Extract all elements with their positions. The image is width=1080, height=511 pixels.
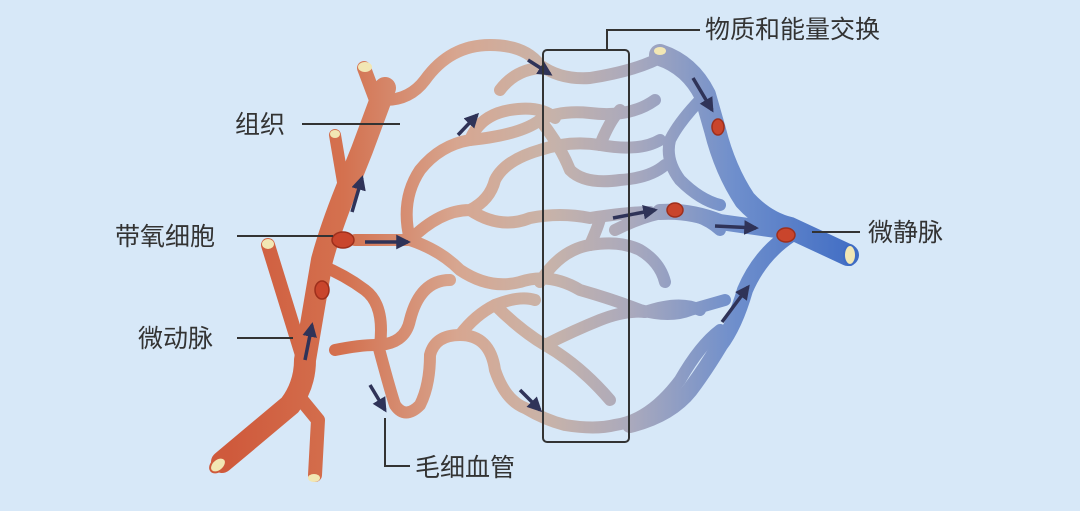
- exchange-region-box: [542, 49, 630, 443]
- label-exchange: 物质和能量交换: [705, 15, 880, 44]
- flow-arrow: [456, 112, 480, 137]
- flow-arrow: [350, 175, 366, 213]
- leader-lines: [237, 29, 860, 467]
- red-blood-cell: [314, 280, 330, 300]
- red-blood-cell: [331, 231, 355, 249]
- venule: [622, 44, 859, 433]
- red-blood-cell: [711, 118, 725, 136]
- flow-arrow: [518, 388, 543, 413]
- vessel-network: [211, 39, 859, 482]
- label-tissue: 组织: [235, 110, 285, 139]
- capillary-network: [314, 39, 731, 434]
- capillary-leader-line: [384, 418, 410, 467]
- red-blood-cell: [666, 202, 684, 218]
- flow-arrow: [368, 384, 387, 413]
- flow-arrows: [302, 58, 759, 413]
- flow-arrow: [691, 77, 714, 113]
- red-blood-cell: [776, 227, 796, 243]
- label-venule: 微静脉: [868, 218, 943, 247]
- red-blood-cells: [314, 118, 796, 300]
- exchange-leader-line: [606, 29, 700, 50]
- flow-arrow: [302, 322, 317, 361]
- vessel-end-caps: [209, 47, 857, 482]
- flow-arrow: [714, 220, 759, 235]
- flow-arrow: [720, 284, 750, 324]
- label-oxygen-rbc: 带氧细胞: [115, 222, 215, 251]
- flow-arrow: [612, 204, 658, 220]
- flow-arrow: [527, 58, 553, 76]
- label-capillary: 毛细血管: [415, 453, 515, 482]
- label-arteriole: 微动脉: [138, 324, 213, 353]
